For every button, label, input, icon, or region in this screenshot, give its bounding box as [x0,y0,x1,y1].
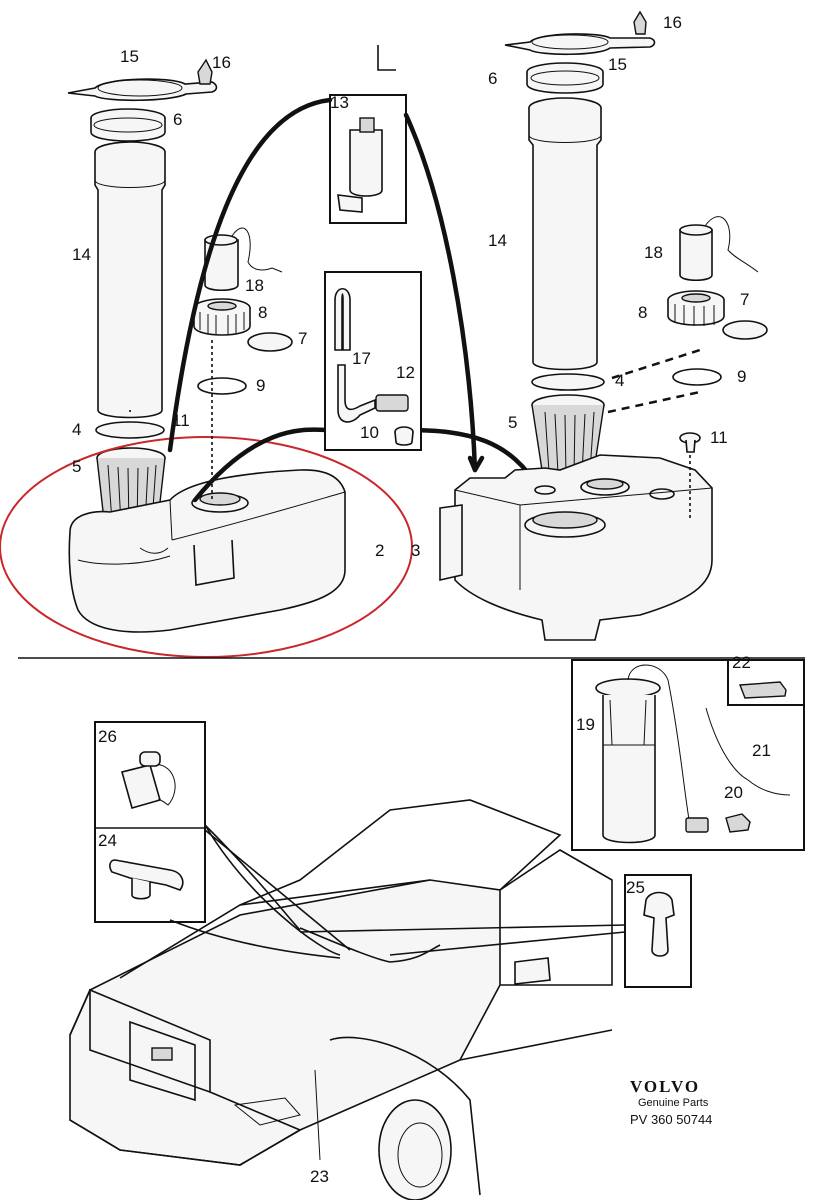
callout-4-right: 4 [615,371,624,390]
highlight-circle-tank-2 [0,436,413,658]
volvo-branding: VOLVO Genuine Parts PV 360 50744 [630,1077,712,1127]
callout-16-right: 16 [663,13,682,32]
callout-18-left: 18 [245,276,264,295]
callout-14-left: 14 [72,245,91,264]
ring-6-left [90,108,166,142]
oring-9-right [672,368,722,386]
brand-subtitle: Genuine Parts [638,1097,709,1109]
lid-15-left [67,78,218,102]
callout-21: 21 [752,741,771,760]
grommet-8-left [193,298,251,336]
bolt-16-right [633,10,647,35]
tank-3 [439,454,713,641]
callout-15-left: 15 [120,47,139,66]
callout-5-right: 5 [508,413,517,432]
gasket-4-right [531,373,605,391]
callout-6-right: 6 [488,69,497,88]
highlight-ellipse [0,436,413,658]
gasket-4-left [95,421,165,439]
lid-15-right [504,33,656,56]
tube-14-left [94,141,166,419]
tank-2 [68,469,346,633]
leader-lines [169,824,626,963]
callout-8-right: 8 [638,303,647,322]
level-sensor-box [571,659,805,851]
brand-part-code: PV 360 50744 [630,1112,712,1127]
callout-26: 26 [98,727,117,746]
callout-9-right: 9 [737,367,746,386]
callout-19: 19 [576,715,595,734]
bolt-16-left [197,58,213,85]
callout-6-left: 6 [173,110,182,129]
callout-7-left: 7 [298,329,307,348]
clip-box-25 [624,874,692,988]
callout-11-left: 11 [172,411,190,430]
brand-logo: VOLVO [630,1077,700,1096]
callout-14-right: 14 [488,231,507,250]
clip-box-26-24 [94,721,206,923]
callout-13: 13 [330,93,349,112]
callout-22: 22 [732,653,751,672]
callout-25: 25 [626,878,645,897]
callout-10: 10 [360,423,379,442]
callout-23: 23 [310,1167,329,1186]
ring-6-right [526,62,604,94]
callout-15-right: 15 [608,55,627,74]
callout-3: 3 [411,541,420,560]
callout-18-right: 18 [644,243,663,262]
hose-box-17 [324,271,422,451]
callout-17: 17 [352,349,371,368]
callout-24: 24 [98,831,117,850]
clip-11-right [679,432,701,453]
callout-11-right: 11 [710,428,728,447]
oring-9-left [197,377,247,395]
pump-box-13 [329,94,407,224]
callout-8-left: 8 [258,303,267,322]
callout-5-left: 5 [72,457,81,476]
callout-2: 2 [375,541,384,560]
pump-18-right [679,216,759,282]
callout-16-left: 16 [212,53,231,72]
grommet-8-right [667,290,725,326]
callout-9-left: 9 [256,376,265,395]
callout-20: 20 [724,783,743,802]
callout-7-right: 7 [740,290,749,309]
callout-12: 12 [396,363,415,382]
tube-14-right [528,97,602,371]
cap-7-right [722,320,768,340]
cap-7-left [247,332,293,352]
callout-4-left: 4 [72,420,81,439]
car-front [69,799,613,1200]
